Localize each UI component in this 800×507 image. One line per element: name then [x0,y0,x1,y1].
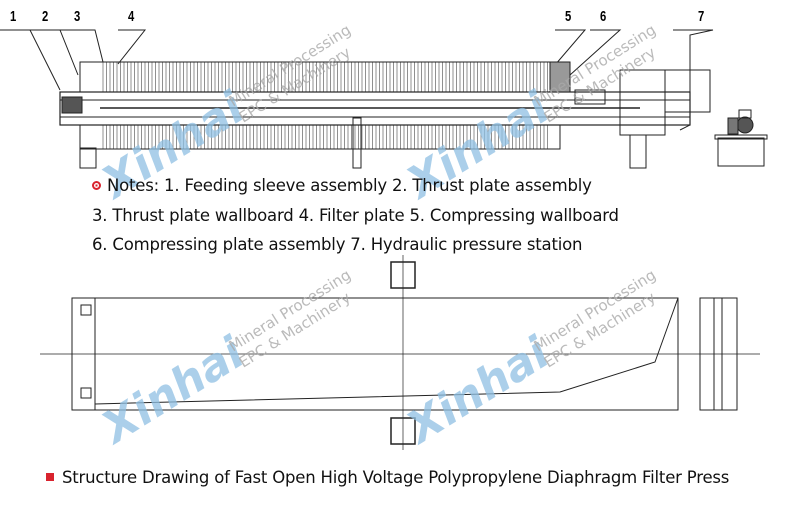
caption-bullet-icon [46,473,54,481]
part-label-4: 4 [128,8,135,25]
part-label-3: 3 [74,8,81,25]
part-label-7: 7 [698,8,705,25]
hydraulic-station [714,109,768,167]
notes-bullet-icon [92,181,101,190]
caption-text: Structure Drawing of Fast Open High Volt… [62,468,730,487]
caption: Structure Drawing of Fast Open High Volt… [46,468,729,487]
part-label-1: 1 [10,8,17,25]
part-label-2: 2 [42,8,49,25]
notes-line-2: 3. Thrust plate wallboard 4. Filter plat… [92,206,619,225]
part-label-5: 5 [565,8,572,25]
notes-line-1: Notes: 1. Feeding sleeve assembly 2. Thr… [92,176,592,195]
section-drawing [40,255,760,450]
press-frame [59,61,711,169]
filter-plates [102,62,548,149]
notes-text: Notes: 1. Feeding sleeve assembly 2. Thr… [107,176,592,195]
part-label-6: 6 [600,8,607,25]
leader-lines [0,29,714,131]
notes-line-3: 6. Compressing plate assembly 7. Hydraul… [92,235,583,254]
